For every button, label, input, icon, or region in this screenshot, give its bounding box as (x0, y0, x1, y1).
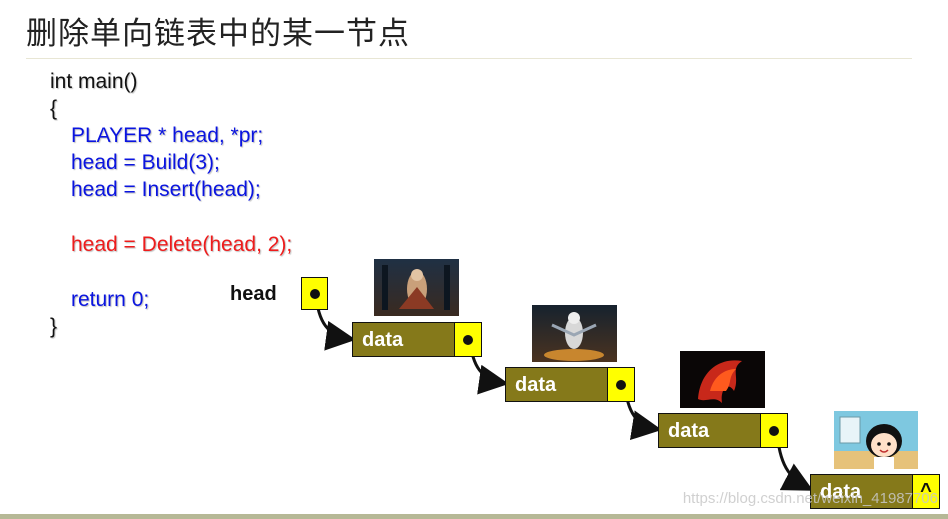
code-line-declaration: PLAYER * head, *pr; (71, 124, 264, 147)
code-line-build: head = Build(3); (71, 151, 220, 174)
list-node-1: data (352, 322, 482, 357)
node-data-field: data (658, 413, 761, 448)
head-pointer-box (301, 277, 328, 310)
node-data-field: data (505, 367, 608, 402)
code-line-return: return 0; (71, 288, 150, 311)
head-label: head (230, 283, 277, 305)
title-divider (26, 58, 912, 59)
code-line-delete: head = Delete(head, 2); (71, 233, 293, 256)
node-2-image (532, 305, 617, 362)
code-line-insert: head = Insert(head); (71, 178, 261, 201)
bottom-divider (0, 514, 948, 519)
list-node-4: data ^ (810, 474, 940, 509)
code-line-main: int main() (50, 70, 138, 93)
slide-title: 删除单向链表中的某一节点 (26, 16, 410, 52)
pointer-dot (309, 288, 320, 299)
pointer-dot (769, 425, 779, 436)
code-line-open-brace: { (50, 97, 58, 120)
list-node-3: data (658, 413, 788, 448)
pointer-dot (463, 334, 473, 345)
node-next-field (761, 413, 788, 448)
node-3-image (680, 351, 765, 408)
code-line-close-brace: } (50, 315, 58, 338)
node-4-image (834, 411, 918, 469)
node-next-field (608, 367, 635, 402)
list-node-2: data (505, 367, 635, 402)
node-next-field (455, 322, 482, 357)
node-data-field: data (352, 322, 455, 357)
node-null-field: ^ (913, 474, 940, 509)
watermark-url: https://blog.csdn.net/weixin_41987706 (682, 490, 938, 507)
node-1-image (374, 259, 459, 316)
node-data-field: data (810, 474, 913, 509)
pointer-dot (616, 379, 626, 390)
